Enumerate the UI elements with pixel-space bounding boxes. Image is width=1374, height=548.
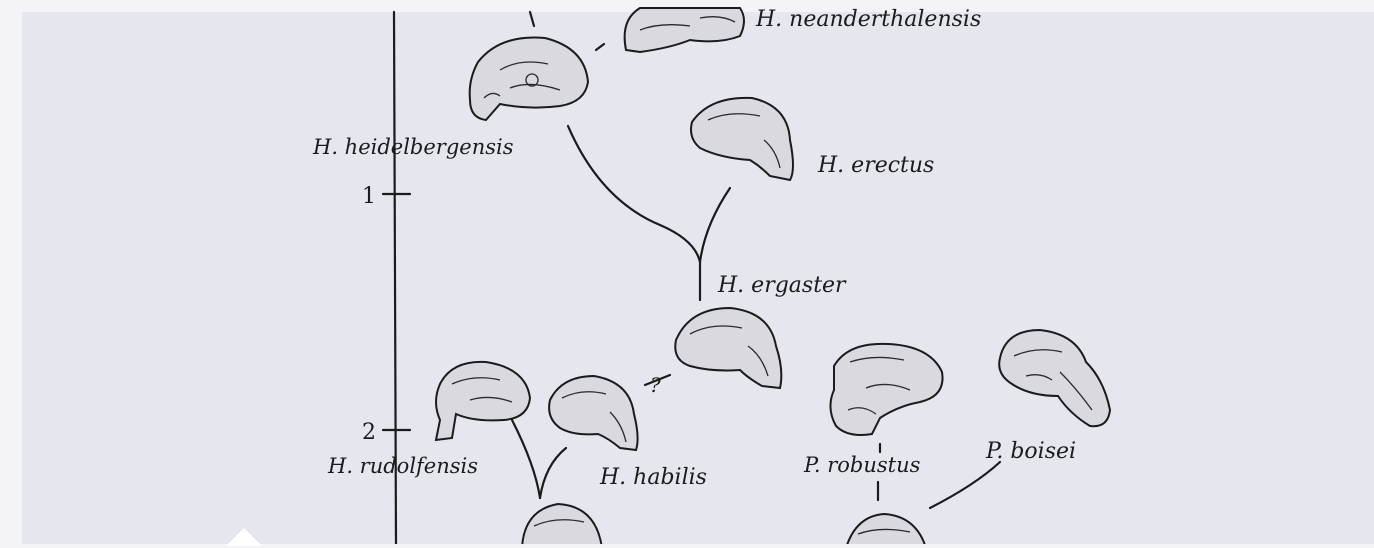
caption-pointer (226, 528, 262, 546)
skull-heidelbergensis-icon (470, 38, 588, 121)
branch-neanderthal (596, 44, 604, 50)
label-robustus: P. robustus (803, 453, 921, 477)
skull-bottom-left-icon (522, 504, 602, 548)
uncertain-link-marker: ? (650, 373, 661, 397)
skull-bottom-right-icon (846, 514, 926, 548)
skull-neanderthalensis-icon (625, 8, 744, 52)
branch-habilis (540, 448, 566, 498)
branch-heidelbergensis-ergaster (568, 126, 700, 300)
timeline-label-1: 1 (362, 184, 376, 209)
timeline-label-2: 2 (362, 420, 376, 445)
label-rudolfensis: H. rudolfensis (327, 454, 478, 478)
branch-rudolfensis (512, 420, 540, 498)
branch-boisei (930, 462, 1000, 508)
skull-ergaster-icon (675, 308, 781, 388)
label-heidelbergensis: H. heidelbergensis (312, 135, 514, 159)
branch-top (530, 12, 534, 26)
branch-erectus-ergaster (700, 188, 730, 262)
label-ergaster: H. ergaster (717, 273, 847, 298)
skull-boisei-icon (999, 330, 1110, 426)
label-neanderthalensis: H. neanderthalensis (755, 7, 981, 32)
skull-habilis-icon (549, 376, 637, 450)
skull-erectus-icon (691, 98, 793, 180)
page-bottom-strip (0, 544, 1374, 548)
label-erectus: H. erectus (817, 153, 934, 178)
label-boisei: P. boisei (985, 439, 1076, 464)
label-habilis: H. habilis (599, 465, 707, 490)
skull-robustus-icon (830, 344, 942, 435)
